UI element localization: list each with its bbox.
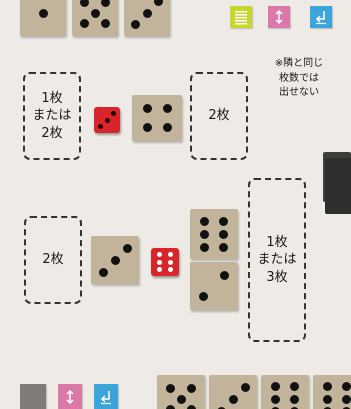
die-pip: [104, 117, 110, 123]
die-pip: [270, 394, 280, 404]
die-pip: [98, 124, 103, 129]
die-pip: [342, 406, 351, 409]
die-pip: [80, 0, 90, 8]
swap-button[interactable]: [268, 6, 290, 28]
die-pip: [131, 20, 140, 29]
die-pip: [290, 382, 300, 392]
die-pip: [111, 111, 116, 116]
die-pip: [290, 394, 300, 404]
die-pip: [80, 18, 90, 28]
menu-lines-icon: [235, 11, 247, 25]
die-pip: [187, 383, 197, 393]
die-pip: [156, 252, 162, 258]
menu-button[interactable]: [230, 6, 252, 28]
die-pip: [176, 394, 186, 404]
die-pip: [162, 122, 172, 132]
die-pip: [199, 229, 209, 239]
return-icon: [315, 11, 326, 25]
die-pip: [162, 104, 172, 114]
die-tile[interactable]: [124, 0, 170, 36]
die-pip: [168, 266, 174, 272]
die-pip: [322, 382, 332, 392]
return-button-bottom[interactable]: [94, 384, 118, 409]
die-pip: [156, 259, 162, 265]
swap-button-bottom[interactable]: [58, 384, 82, 409]
hand-die-tile[interactable]: [209, 375, 257, 409]
die-pip: [290, 406, 300, 409]
die-pip: [219, 242, 229, 252]
die-tile-lower-left[interactable]: [91, 236, 139, 284]
die-pip: [98, 267, 108, 277]
die-pip: [219, 229, 229, 239]
die-pip: [187, 405, 197, 409]
red-die-upper[interactable]: [94, 107, 120, 133]
die-pip: [270, 382, 280, 392]
die-pip: [100, 0, 110, 8]
die-tile-lower-stack-bottom[interactable]: [190, 262, 238, 310]
die-pip: [168, 259, 174, 265]
die-pip: [322, 394, 332, 404]
die-pip: [142, 122, 152, 132]
red-die-lower[interactable]: [151, 248, 179, 276]
die-pip: [122, 243, 132, 253]
die-pip: [270, 406, 280, 409]
slot-lower-left[interactable]: 2枚: [24, 216, 82, 304]
die-pip: [228, 394, 238, 404]
return-button[interactable]: [310, 6, 332, 28]
hand-die-tile[interactable]: [313, 375, 351, 409]
die-pip: [165, 383, 175, 393]
die-tile[interactable]: [72, 0, 118, 36]
die-pip: [342, 394, 351, 404]
die-tile-center-upper[interactable]: [132, 95, 182, 141]
die-pip: [220, 270, 230, 280]
die-pip: [198, 292, 208, 302]
die-pip: [199, 216, 209, 226]
die-pip: [90, 8, 100, 18]
hand-die-tile[interactable]: [157, 375, 205, 409]
hand-die-tile[interactable]: [261, 375, 309, 409]
die-pip: [216, 406, 226, 409]
die-pip: [154, 0, 163, 6]
deck-stack-layer: [325, 158, 351, 214]
die-pip: [199, 242, 209, 252]
die-pip: [38, 8, 48, 18]
slot-upper-left[interactable]: 1枚 または 2枚: [23, 72, 81, 160]
slot-lower-right[interactable]: 1枚 または 3枚: [248, 178, 306, 342]
die-pip: [142, 8, 152, 18]
swap-vertical-icon: [275, 9, 283, 25]
deck-button[interactable]: [20, 384, 46, 409]
die-tile[interactable]: [20, 0, 66, 36]
die-pip: [322, 406, 332, 409]
die-pip: [100, 18, 110, 28]
rule-note: ※隣と同じ 枚数では 出せない: [274, 58, 324, 98]
slot-upper-right[interactable]: 2枚: [190, 72, 248, 160]
die-pip: [142, 104, 152, 114]
return-icon: [100, 391, 111, 405]
die-pip: [240, 382, 250, 392]
die-pip: [165, 405, 175, 409]
swap-vertical-icon: [66, 389, 74, 405]
die-pip: [342, 382, 351, 392]
die-pip: [156, 266, 162, 272]
die-pip: [219, 216, 229, 226]
die-pip: [168, 252, 174, 258]
die-pip: [110, 255, 120, 265]
die-tile-lower-stack-top[interactable]: [190, 209, 238, 259]
